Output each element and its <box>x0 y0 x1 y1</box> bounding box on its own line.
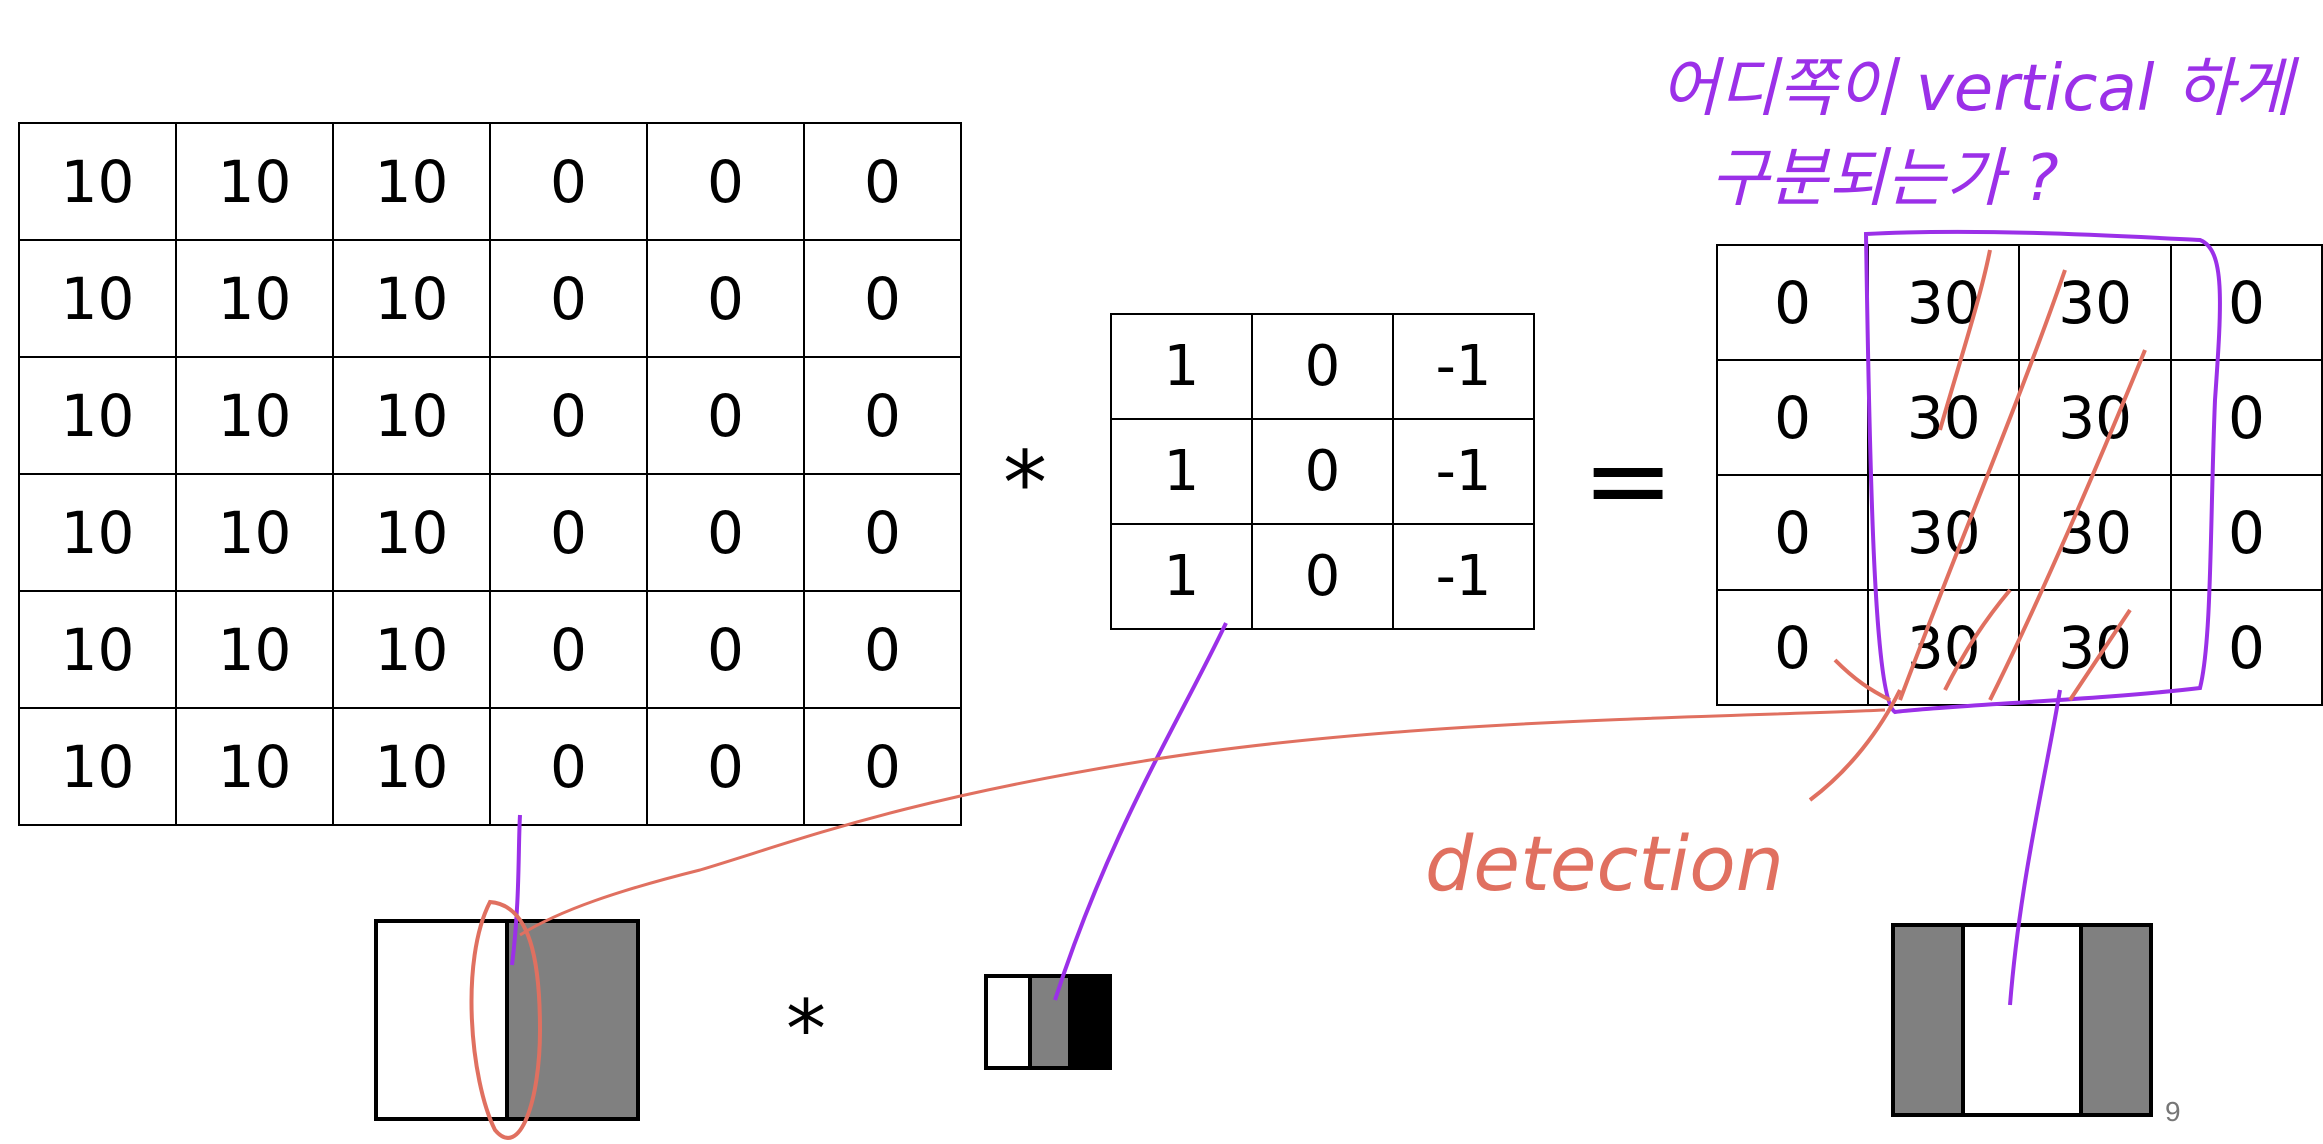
output-visual-stripe <box>2078 927 2149 1113</box>
matrix-cell: 0 <box>803 356 962 475</box>
matrix-cell: 1 <box>1110 418 1253 525</box>
matrix-cell: 0 <box>646 473 805 592</box>
matrix-cell: 10 <box>18 473 177 592</box>
matrix-cell: 30 <box>1867 244 2021 361</box>
filter-visual-stripe <box>1028 978 1069 1066</box>
matrix-cell: 0 <box>489 239 648 358</box>
matrix-cell: 10 <box>18 590 177 709</box>
matrix-cell: 10 <box>332 590 491 709</box>
matrix-cell: 1 <box>1110 313 1253 420</box>
page-number: 9 <box>2165 1096 2181 1127</box>
matrix-cell: 30 <box>1867 474 2021 591</box>
matrix-cell: 30 <box>2018 359 2172 476</box>
input-visual-box <box>374 919 640 1121</box>
matrix-cell: 0 <box>1251 313 1394 420</box>
purple-link-filter <box>1053 622 1228 1001</box>
matrix-cell: 0 <box>489 707 648 826</box>
input-visual-stripe <box>378 923 505 1117</box>
matrix-cell: 10 <box>18 122 177 241</box>
matrix-cell: 10 <box>332 122 491 241</box>
input-visual-stripe <box>505 923 636 1117</box>
matrix-cell: 30 <box>2018 244 2172 361</box>
equals-operator: = <box>1582 416 1675 544</box>
matrix-cell: 0 <box>2169 244 2323 361</box>
annotation-detection-label: detection <box>1425 819 1784 908</box>
matrix-cell: 0 <box>489 473 648 592</box>
visual-convolution-operator: * <box>786 983 826 1076</box>
matrix-cell: 0 <box>803 473 962 592</box>
matrix-cell: 0 <box>646 590 805 709</box>
matrix-cell: 0 <box>489 356 648 475</box>
annotation-question-line-1: 어디쪽이 vertical 하게 <box>1660 52 2300 126</box>
matrix-cell: 10 <box>175 473 334 592</box>
matrix-cell: 10 <box>18 707 177 826</box>
matrix-cell: 30 <box>2018 589 2172 706</box>
matrix-cell: 0 <box>803 122 962 241</box>
matrix-cell: 0 <box>2169 359 2323 476</box>
matrix-cell: 10 <box>175 356 334 475</box>
matrix-cell: 0 <box>489 590 648 709</box>
matrix-cell: 0 <box>646 707 805 826</box>
matrix-cell: 10 <box>332 356 491 475</box>
matrix-cell: 10 <box>18 356 177 475</box>
matrix-cell: 1 <box>1110 523 1253 630</box>
matrix-cell: 10 <box>18 239 177 358</box>
matrix-cell: 30 <box>1867 359 2021 476</box>
matrix-cell: 0 <box>1715 474 1870 591</box>
matrix-cell: 30 <box>1867 589 2021 706</box>
filter-visual-stripe <box>1068 978 1108 1066</box>
matrix-cell: 0 <box>2169 589 2323 706</box>
convolution-operator: * <box>1003 432 1047 535</box>
matrix-cell: 0 <box>803 590 962 709</box>
matrix-cell: 0 <box>1715 359 1870 476</box>
output-visual-stripe <box>1961 927 2079 1113</box>
matrix-cell: 0 <box>803 707 962 826</box>
output-visual-box <box>1891 923 2153 1117</box>
matrix-cell: 10 <box>175 122 334 241</box>
matrix-cell: 30 <box>2018 474 2172 591</box>
annotation-question-line-2: 구분되는가 ? <box>1710 142 2059 216</box>
matrix-cell: -1 <box>1392 523 1535 630</box>
matrix-cell: 10 <box>175 707 334 826</box>
matrix-cell: 0 <box>1715 244 1870 361</box>
matrix-cell: 0 <box>2169 474 2323 591</box>
matrix-cell: -1 <box>1392 313 1535 420</box>
output-visual-stripe <box>1895 927 1962 1113</box>
matrix-cell: 0 <box>1251 418 1394 525</box>
matrix-cell: 0 <box>489 122 648 241</box>
matrix-cell: 0 <box>1251 523 1394 630</box>
matrix-cell: 10 <box>332 473 491 592</box>
matrix-cell: 0 <box>646 239 805 358</box>
filter-visual-box <box>984 974 1112 1070</box>
matrix-cell: 10 <box>332 239 491 358</box>
matrix-cell: 0 <box>646 122 805 241</box>
matrix-cell: 10 <box>175 239 334 358</box>
matrix-cell: -1 <box>1392 418 1535 525</box>
matrix-cell: 0 <box>646 356 805 475</box>
matrix-cell: 0 <box>803 239 962 358</box>
matrix-cell: 10 <box>332 707 491 826</box>
matrix-cell: 0 <box>1715 589 1870 706</box>
matrix-cell: 10 <box>175 590 334 709</box>
filter-visual-stripe <box>988 978 1029 1066</box>
